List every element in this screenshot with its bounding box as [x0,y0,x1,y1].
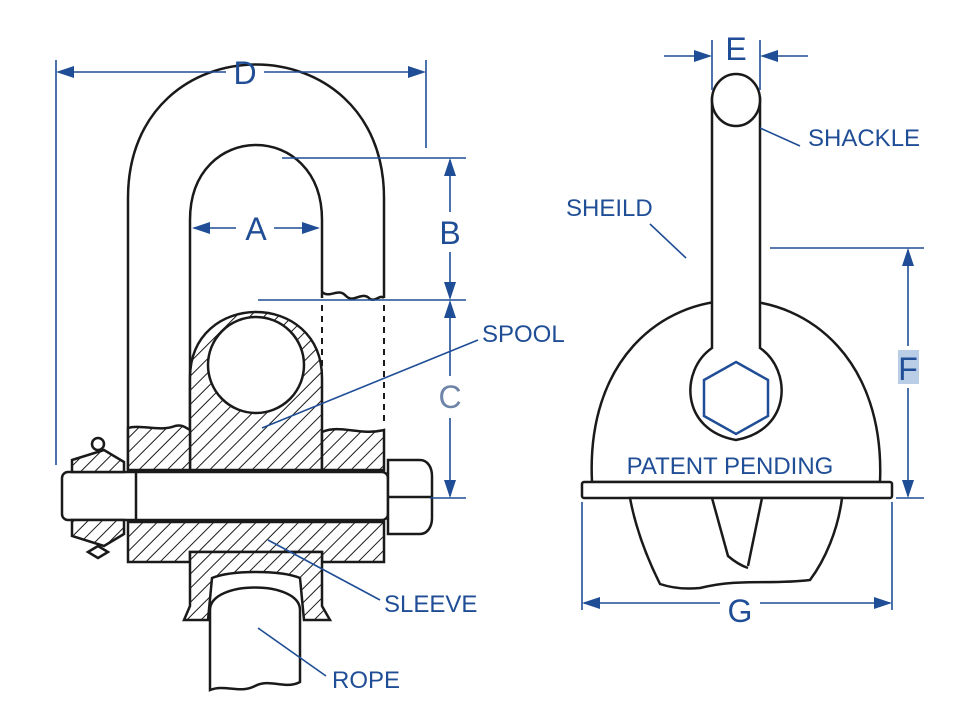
rope [208,586,302,692]
arrowhead-icon [582,597,600,609]
base-flange [580,480,894,500]
shackle-break [321,290,385,301]
shackle-outline [126,63,386,470]
sleeve-leader [267,539,381,601]
bolt-shaft [60,470,390,522]
cotter-block-bottom [70,518,126,548]
arrowhead-icon [694,50,712,62]
arrowhead-icon [444,158,456,176]
dim-label-f: F [898,351,918,387]
spool-leader [261,339,479,429]
arrowhead-icon [56,66,74,78]
sheild-leader [649,223,687,259]
dim-label-g: G [728,593,753,629]
part-label-rope: ROPE [332,667,400,694]
arrowhead-icon [902,480,914,498]
part-label-shackle: SHACKLE [808,125,920,152]
arrowhead-icon [302,222,320,234]
housing-left [126,424,192,472]
dim-label-e: E [725,31,746,67]
cotter-ring-bottom [85,544,111,560]
arrowhead-icon [902,248,914,266]
part-label-sheild: SHEILD [566,195,653,222]
spool-bore [206,315,306,415]
dim-label-c: C [438,379,461,415]
shackle-tip [710,72,762,128]
dim-label-a: A [245,211,267,247]
lower-housing [628,496,844,590]
arrowhead-icon [760,50,778,62]
part-label-sleeve: SLEEVE [384,591,477,618]
section-view: D A B C SPOOL SLEEVE ROPE [55,55,565,694]
cotter-ring-top [90,436,106,452]
sleeve-body [182,550,333,622]
arrowhead-icon [408,66,426,78]
patent-pending-text: PATENT PENDING [627,453,834,480]
shackle-rod [689,96,783,442]
arrowhead-icon [192,222,210,234]
shackle-leader [759,127,801,147]
part-label-spool: SPOOL [482,321,565,348]
arrowhead-icon [874,597,892,609]
dim-label-f-highlight [898,350,919,384]
dim-label-b: B [439,215,460,251]
housing-right [320,427,386,472]
arrowhead-icon [444,300,456,318]
hex-bolt-icon [702,360,770,436]
rope-leader [257,627,327,677]
side-view: PATENT PENDING E F G SHACKLE SHEILD [566,31,924,629]
lower-housing-fold [710,497,764,570]
dim-label-d: D [233,55,256,91]
arrowhead-icon [444,480,456,498]
arrowhead-icon [444,282,456,300]
cotter-block-top [70,448,126,474]
